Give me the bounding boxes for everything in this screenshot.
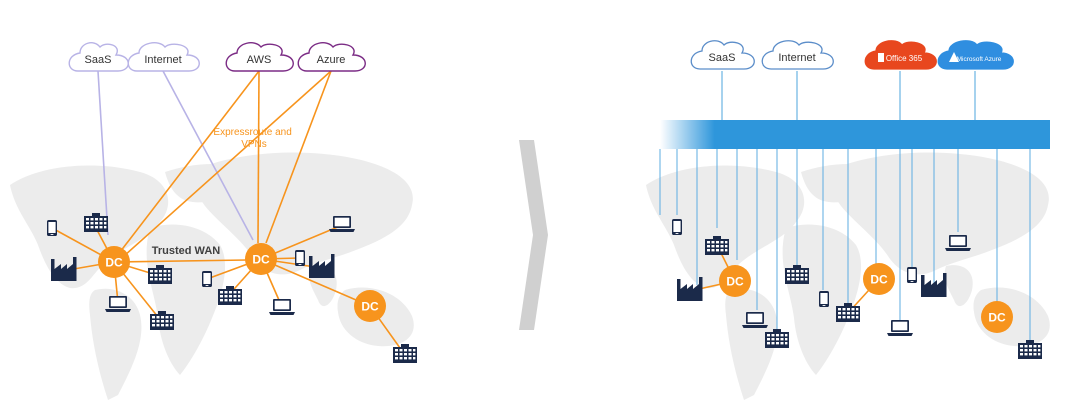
cloud-label: SaaS (709, 52, 736, 64)
left-data-centers: DC DC DC (98, 243, 386, 322)
dc-circle (98, 246, 130, 278)
phone-icon (295, 250, 305, 266)
dc-label: DC (105, 256, 123, 270)
cloud-outline (690, 40, 755, 70)
left-cloud-services: SaaS Internet AWS Azure (68, 42, 366, 72)
cloud-link-line (123, 70, 332, 257)
wan-link-line (113, 259, 248, 263)
cloud-label: Microsoft Azure (957, 56, 1002, 63)
right-data-centers: DC DC DC (719, 263, 1013, 333)
right-drop-lines (659, 149, 1031, 340)
phone-icon (907, 267, 917, 283)
dc-node: DC (981, 301, 1013, 333)
cloud-outline (68, 42, 129, 72)
dc-node: DC (719, 265, 751, 297)
dc-node: DC (354, 290, 386, 322)
chevron-right-icon (519, 140, 548, 330)
cloud-saas: SaaS (68, 42, 129, 72)
cloud-label: Azure (317, 54, 346, 66)
cloud-label: Internet (778, 52, 815, 64)
cloud-link-line (162, 70, 254, 241)
phone-icon (819, 291, 829, 307)
cloud-office365: Office 365 (864, 40, 937, 70)
cloud-outline (127, 42, 200, 72)
dc-node: DC (245, 243, 277, 275)
cloud-microsoft-azure: Microsoft Azure (937, 40, 1014, 70)
cloud-link-line (257, 70, 260, 244)
dc-circle (354, 290, 386, 322)
dc-label: DC (870, 273, 888, 287)
dc-node: DC (98, 246, 130, 278)
azure-logo-icon (949, 52, 959, 62)
laptop-icon (269, 299, 295, 315)
phone-icon (47, 220, 57, 236)
office-logo-icon (878, 53, 884, 62)
dc-label: DC (726, 275, 744, 289)
cloud-internet: Internet (127, 42, 200, 72)
cloud-outline (761, 40, 834, 70)
cloud-aws: AWS (225, 42, 294, 72)
cloud-label: Internet (144, 54, 181, 66)
right-cloud-services: SaaS Internet Office 365 Microsoft Azure (690, 40, 1014, 70)
dc-label: DC (361, 300, 379, 314)
cloud-edge-bar (660, 120, 1050, 149)
dc-label: DC (252, 253, 270, 267)
trusted-wan-label: Trusted WAN (152, 245, 221, 257)
expressroute-label: Expressroute and VPNs (213, 127, 294, 150)
cloud-link-line (265, 70, 332, 244)
cloud-label: SaaS (85, 54, 112, 66)
phone-icon (202, 271, 212, 287)
cloud-outline (297, 42, 366, 72)
cloud-label: Office 365 (886, 54, 923, 63)
cloud-saas: SaaS (690, 40, 755, 70)
cloud-link-line (119, 70, 260, 253)
phone-icon (672, 219, 682, 235)
dc-circle (981, 301, 1013, 333)
cloud-azure: Azure (297, 42, 366, 72)
dc-label: DC (988, 311, 1006, 325)
cloud-internet: Internet (761, 40, 834, 70)
right-cloud-uplinks (721, 71, 976, 120)
dc-circle (719, 265, 751, 297)
building-icon (393, 344, 417, 363)
dc-circle (863, 263, 895, 295)
dc-node: DC (863, 263, 895, 295)
cloud-label: AWS (247, 54, 272, 66)
laptop-icon (887, 320, 913, 336)
cloud-link-line (97, 70, 109, 236)
cloud-outline (937, 40, 1014, 70)
dc-circle (245, 243, 277, 275)
cloud-outline (225, 42, 294, 72)
wan-link-line (260, 258, 371, 307)
